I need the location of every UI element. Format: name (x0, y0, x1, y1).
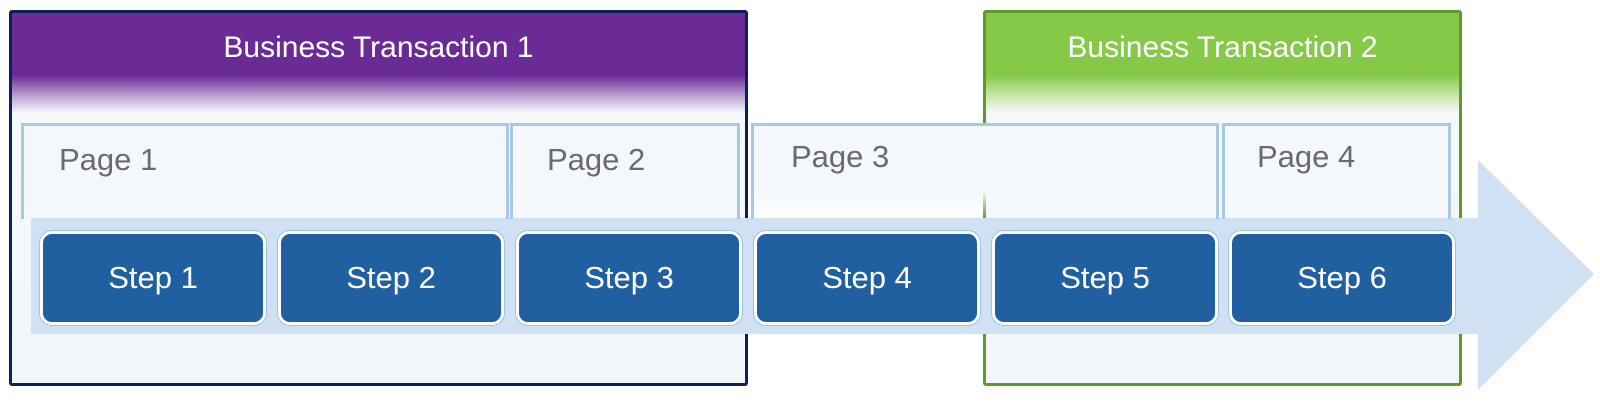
page-1-label: Page 1 (59, 142, 158, 177)
page-2-label: Page 2 (547, 142, 646, 177)
page-4-box: Page 4 (1222, 123, 1451, 219)
step-4-box: Step 4 (754, 231, 980, 325)
page-4-label: Page 4 (1257, 139, 1356, 174)
business-transaction-2-header: Business Transaction 2 (986, 13, 1459, 113)
business-transaction-1-title: Business Transaction 1 (223, 31, 534, 64)
page-2-box: Page 2 (510, 123, 740, 219)
step-3-box: Step 3 (516, 231, 742, 325)
page-1-box: Page 1 (21, 123, 509, 219)
page-3-label: Page 3 (791, 139, 890, 174)
step-5-box: Step 5 (992, 231, 1218, 325)
business-transaction-1-header: Business Transaction 1 (12, 13, 745, 113)
step-2-box: Step 2 (278, 231, 504, 325)
step-1-box: Step 1 (40, 231, 266, 325)
step-6-box: Step 6 (1229, 231, 1455, 325)
business-transaction-2-title: Business Transaction 2 (1067, 31, 1378, 64)
page-3-box: Page 3 (751, 123, 1219, 219)
